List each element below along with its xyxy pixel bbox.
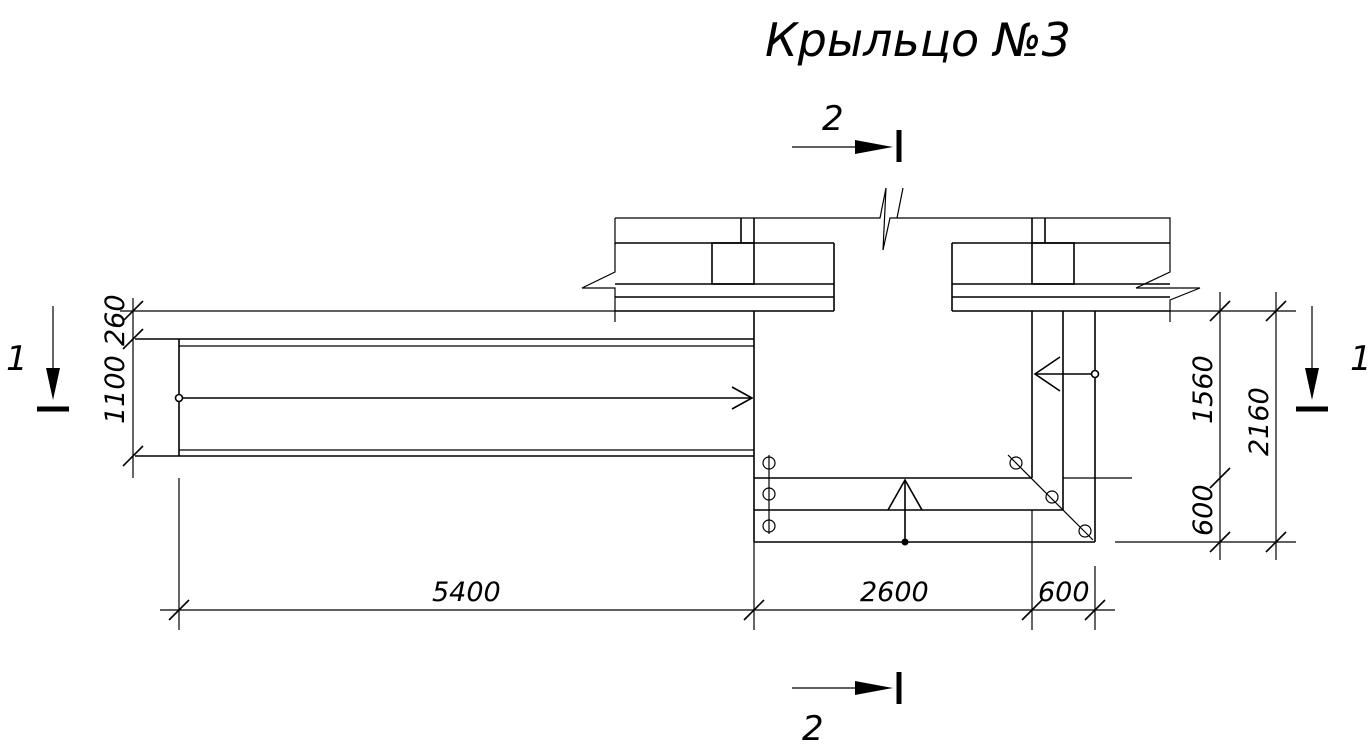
section-label-left: 1 bbox=[6, 339, 28, 379]
dimension-left: 260 1100 bbox=[100, 294, 615, 478]
section-mark-bottom: 2 bbox=[792, 672, 902, 749]
stair-landing bbox=[754, 311, 1132, 546]
dim-1560: 1560 bbox=[1188, 355, 1219, 424]
dim-260: 260 bbox=[100, 294, 131, 346]
dimension-bottom: 5400 2600 600 bbox=[160, 478, 1115, 630]
ramp bbox=[135, 311, 755, 542]
drawing-title: Крыльцо №3 bbox=[765, 13, 1071, 67]
dimension-right: 1560 2160 600 bbox=[1115, 292, 1296, 560]
section-label-bottom: 2 bbox=[802, 709, 824, 746]
section-mark-left: 1 bbox=[6, 306, 69, 412]
building-wall bbox=[581, 187, 1201, 322]
dim-1100: 1100 bbox=[100, 355, 131, 424]
section-mark-top: 2 bbox=[792, 99, 902, 162]
dim-5400: 5400 bbox=[432, 577, 501, 608]
dim-600-horizontal: 600 bbox=[1038, 577, 1090, 608]
section-label-top: 2 bbox=[822, 99, 844, 139]
dim-600-vertical: 600 bbox=[1188, 484, 1219, 536]
section-label-right: 1 bbox=[1350, 339, 1372, 379]
section-mark-right: 1 bbox=[1296, 306, 1372, 412]
dim-2600: 2600 bbox=[860, 577, 929, 608]
dim-2160: 2160 bbox=[1244, 387, 1275, 456]
